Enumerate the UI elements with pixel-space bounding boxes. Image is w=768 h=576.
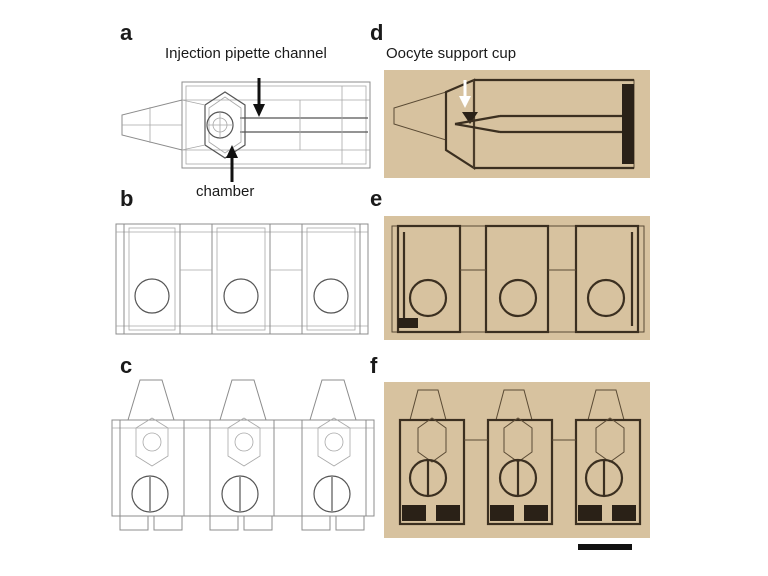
panel-label-c: c: [120, 353, 133, 378]
three-cups-silhouette: [391, 224, 645, 334]
white-arrow: [459, 80, 471, 108]
chamber-label: chamber: [196, 183, 255, 200]
photo-background: [384, 216, 650, 340]
three-cup-outline: [115, 223, 369, 335]
oocyte-support-cup-label: Oocyte support cup: [386, 45, 517, 62]
assembled-units-silhouette: [398, 389, 642, 526]
injection-pipette-channel-label: Injection pipette channel: [165, 45, 327, 62]
panel-label-a: a: [120, 20, 133, 45]
device-silhouette: [393, 78, 635, 171]
arrow-to-chamber: [226, 145, 238, 182]
panel-label-b: b: [120, 186, 134, 211]
device-outline: [121, 81, 371, 169]
arrow-to-channel: [253, 78, 265, 117]
assembled-units-outline: [111, 379, 375, 531]
panel-label-f: f: [370, 353, 378, 378]
photo-background: [384, 70, 650, 178]
panel-label-e: e: [370, 186, 383, 211]
scale-bar: [578, 544, 632, 550]
panel-label-d: d: [370, 20, 384, 45]
